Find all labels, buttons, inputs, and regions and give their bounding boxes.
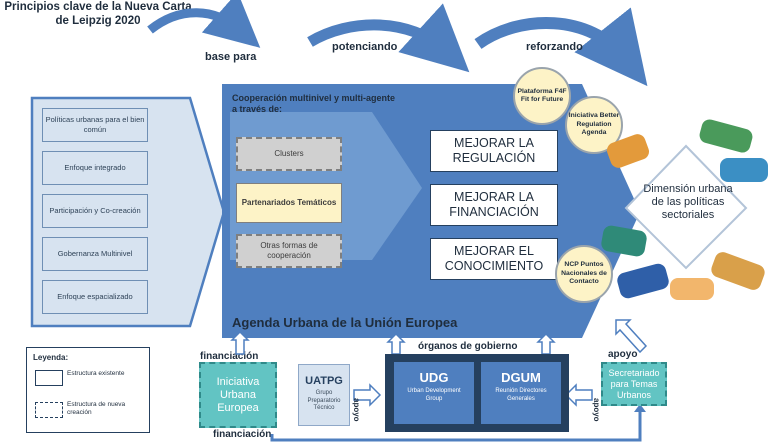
arrow-base-para — [147, 0, 261, 48]
apoyo-vertical-left: apoyo — [352, 398, 361, 422]
mejorar-regulacion: MEJORAR LA REGULACIÓN — [430, 130, 558, 172]
ncp-circle: NCP Puntos Nacionales de Contacto — [555, 245, 613, 303]
udg-subtitle: Urban Development Group — [407, 388, 461, 402]
uatpg-subtitle: Grupo Preparatorio Técnico — [307, 390, 341, 411]
principles-title: Principios clave de la Nueva Carta de Le… — [4, 1, 192, 27]
principle-participacion: Participación y Co-creación — [42, 194, 148, 228]
principle-enfoque-espacializado: Enfoque espacializado — [42, 280, 148, 314]
mejorar-financiacion: MEJORAR LA FINANCIACIÓN — [430, 184, 558, 226]
uatpg-title: UATPG — [305, 375, 343, 387]
dgum-title: DGUM — [501, 370, 541, 385]
legend-new-swatch — [35, 402, 63, 418]
secretariado-box: Secretariado para Temas Urbanos — [601, 362, 667, 406]
label-potenciando: potenciando — [332, 41, 398, 53]
agenda-title: Agenda Urbana de la Unión Europea — [232, 315, 458, 330]
cooperation-title: Cooperación multinivel y multi-agente a … — [232, 93, 396, 114]
udg-box: UDG Urban Development Group — [394, 362, 474, 424]
hands-illustration — [601, 119, 768, 300]
label-base-para: base para — [205, 51, 257, 63]
label-financiacion-bottom: financiación — [213, 429, 272, 440]
principle-enfoque-integrado: Enfoque integrado — [42, 151, 148, 185]
label-organos: órganos de gobierno — [418, 341, 518, 352]
legend-existing-swatch — [35, 370, 63, 386]
arrow-reforzando — [474, 7, 648, 87]
udg-title: UDG — [419, 370, 449, 385]
dgum-subtitle: Reunión Directores Generales — [495, 388, 547, 402]
plataforma-circle: Plataforma F4F Fit for Future — [513, 67, 571, 125]
apoyo-vertical-right: apoyo — [592, 398, 601, 422]
otras-box: Otras formas de cooperación — [236, 234, 342, 268]
iniciativa-circle: Iniciativa Better Regulation Agenda — [565, 96, 623, 154]
principle-gobernanza: Gobernanza Multinivel — [42, 237, 148, 271]
label-financiacion-top: financiación — [200, 351, 259, 362]
dgum-box: DGUM Reunión Directores Generales — [481, 362, 561, 424]
legend: Leyenda: Estructura existente Estructura… — [26, 347, 150, 433]
uatpg-box: UATPG Grupo Preparatorio Técnico — [298, 364, 350, 426]
label-apoyo: apoyo — [608, 349, 638, 360]
mejorar-conocimiento: MEJORAR EL CONOCIMIENTO — [430, 238, 558, 280]
arrow-potenciando — [307, 3, 470, 73]
legend-title: Leyenda: — [33, 353, 69, 362]
iniciativa-urbana-europea: Iniciativa Urbana Europea — [199, 362, 277, 428]
clusters-box: Clusters — [236, 137, 342, 171]
legend-new-label: Estructura de nueva creación — [67, 401, 126, 416]
dimension-urbana-label: Dimensión urbana de las políticas sector… — [643, 183, 733, 221]
label-reforzando: reforzando — [526, 41, 583, 53]
principle-politicas: Políticas urbanas para el bien común — [42, 108, 148, 142]
legend-existing-label: Estructura existente — [67, 370, 125, 377]
partenariados-box: Partenariados Temáticos — [236, 183, 342, 223]
